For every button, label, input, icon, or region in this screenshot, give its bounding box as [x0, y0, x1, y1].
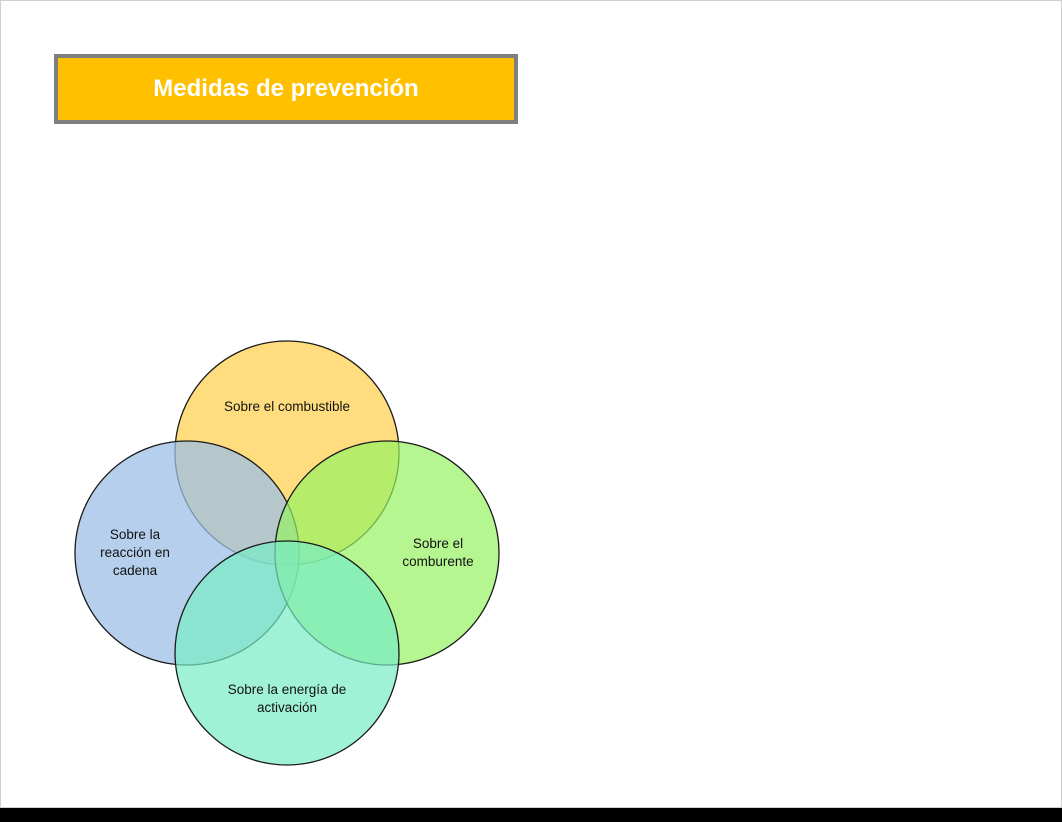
- venn-diagram: [74, 340, 500, 766]
- label-reaccion-cadena: Sobre la reacción en cadena: [100, 527, 170, 578]
- circle-energia-activacion: [174, 540, 400, 766]
- title-text: Medidas de prevención: [153, 75, 419, 102]
- title-banner: Medidas de prevención: [54, 54, 518, 124]
- label-energia-activacion: Sobre la energía de activación: [227, 682, 347, 715]
- label-combustible: Sobre el combustible: [223, 399, 351, 414]
- bottom-bar: [0, 808, 1062, 822]
- label-comburente: Sobre el comburente: [402, 536, 474, 569]
